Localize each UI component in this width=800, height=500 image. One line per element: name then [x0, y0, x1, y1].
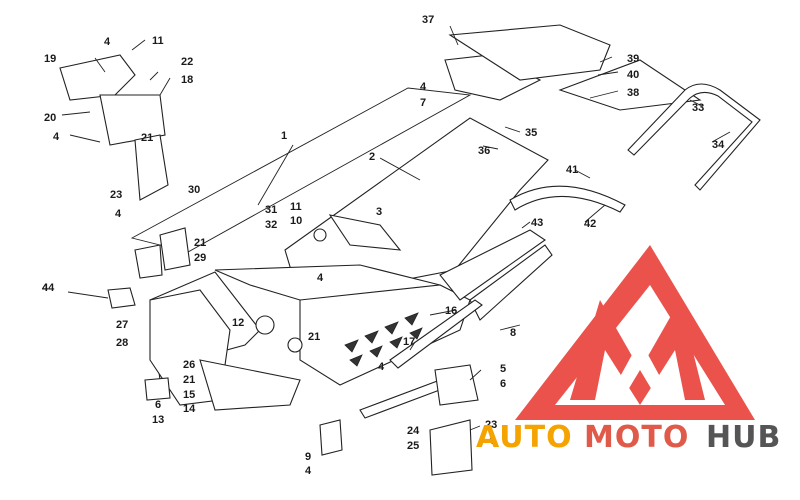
chassis-frame [130, 87, 553, 419]
callout-1: 1 [281, 130, 287, 142]
callout-8: 8 [510, 327, 516, 339]
callout-4: 4 [42, 282, 49, 294]
callout-18: 18 [181, 74, 193, 86]
callout-5: 5 [500, 363, 506, 375]
callout-4: 4 [317, 272, 324, 284]
callout-6: 6 [155, 399, 161, 411]
callout-31: 31 [265, 204, 277, 216]
watermark-moto: MOTO [584, 420, 689, 455]
callout-19: 19 [44, 53, 56, 65]
callout-16: 16 [445, 305, 457, 317]
callout-17: 17 [403, 336, 415, 348]
callout-21: 21 [183, 374, 195, 386]
callout-38: 38 [627, 87, 639, 99]
callout-29: 29 [194, 252, 206, 264]
callout-15: 15 [183, 389, 195, 401]
callout-43: 43 [531, 217, 543, 229]
callout-27: 27 [116, 319, 128, 331]
callout-35: 35 [525, 127, 537, 139]
callout-24: 24 [407, 425, 420, 437]
callout-4: 4 [115, 208, 122, 220]
callout-11: 11 [152, 35, 164, 47]
side-panel-cutouts [344, 312, 423, 367]
callout-7: 7 [420, 97, 426, 109]
callout-25: 25 [407, 440, 419, 452]
callout-36: 36 [478, 145, 490, 157]
rear-upper-plates [444, 24, 702, 111]
callout-3: 3 [376, 206, 382, 218]
callout-33: 33 [692, 102, 704, 114]
callout-9: 9 [305, 451, 311, 463]
callout-6: 6 [500, 378, 506, 390]
callout-20: 20 [44, 112, 56, 124]
callout-21: 21 [141, 132, 153, 144]
callout-41: 41 [566, 164, 578, 176]
callout-26: 26 [183, 359, 195, 371]
callout-23: 23 [485, 419, 497, 431]
rear-fender [509, 185, 626, 213]
front-brackets [59, 54, 191, 279]
lower-brackets [107, 287, 479, 476]
leader-lines [61, 25, 731, 431]
callout-11: 11 [290, 201, 302, 213]
callout-21: 21 [194, 237, 206, 249]
callout-12: 12 [232, 317, 244, 329]
logo-g-shape [610, 340, 670, 395]
logo-m-shape [570, 300, 705, 405]
callout-4: 4 [53, 131, 60, 143]
callout-40: 40 [627, 69, 639, 81]
callout-13: 13 [152, 414, 164, 426]
callout-4: 4 [104, 36, 111, 48]
callout-44: 44 [42, 282, 55, 294]
watermark-logo [515, 245, 755, 420]
callout-4: 4 [488, 435, 495, 447]
callout-14: 14 [183, 403, 196, 415]
callout-4: 4 [378, 361, 385, 373]
watermark-hub: HUB [706, 420, 781, 455]
callout-34: 34 [712, 139, 725, 151]
callout-37: 37 [422, 14, 434, 26]
callout-28: 28 [116, 337, 128, 349]
callout-22: 22 [181, 56, 193, 68]
callout-4: 4 [305, 465, 312, 477]
watermark-text: AUTO MOTO HUB [476, 420, 781, 455]
callout-32: 32 [265, 219, 277, 231]
callout-10: 10 [290, 215, 302, 227]
callout-labels: 37 39 40 38 4 7 33 35 34 36 1 2 41 42 43… [42, 14, 725, 477]
callout-2: 2 [369, 151, 375, 163]
callout-30: 30 [188, 184, 200, 196]
callout-39: 39 [627, 53, 639, 65]
callout-21: 21 [308, 331, 320, 343]
grab-handle [627, 83, 761, 191]
callout-42: 42 [584, 218, 596, 230]
callout-23: 23 [110, 189, 122, 201]
callout-4: 4 [420, 81, 427, 93]
watermark-auto: AUTO [476, 420, 573, 455]
